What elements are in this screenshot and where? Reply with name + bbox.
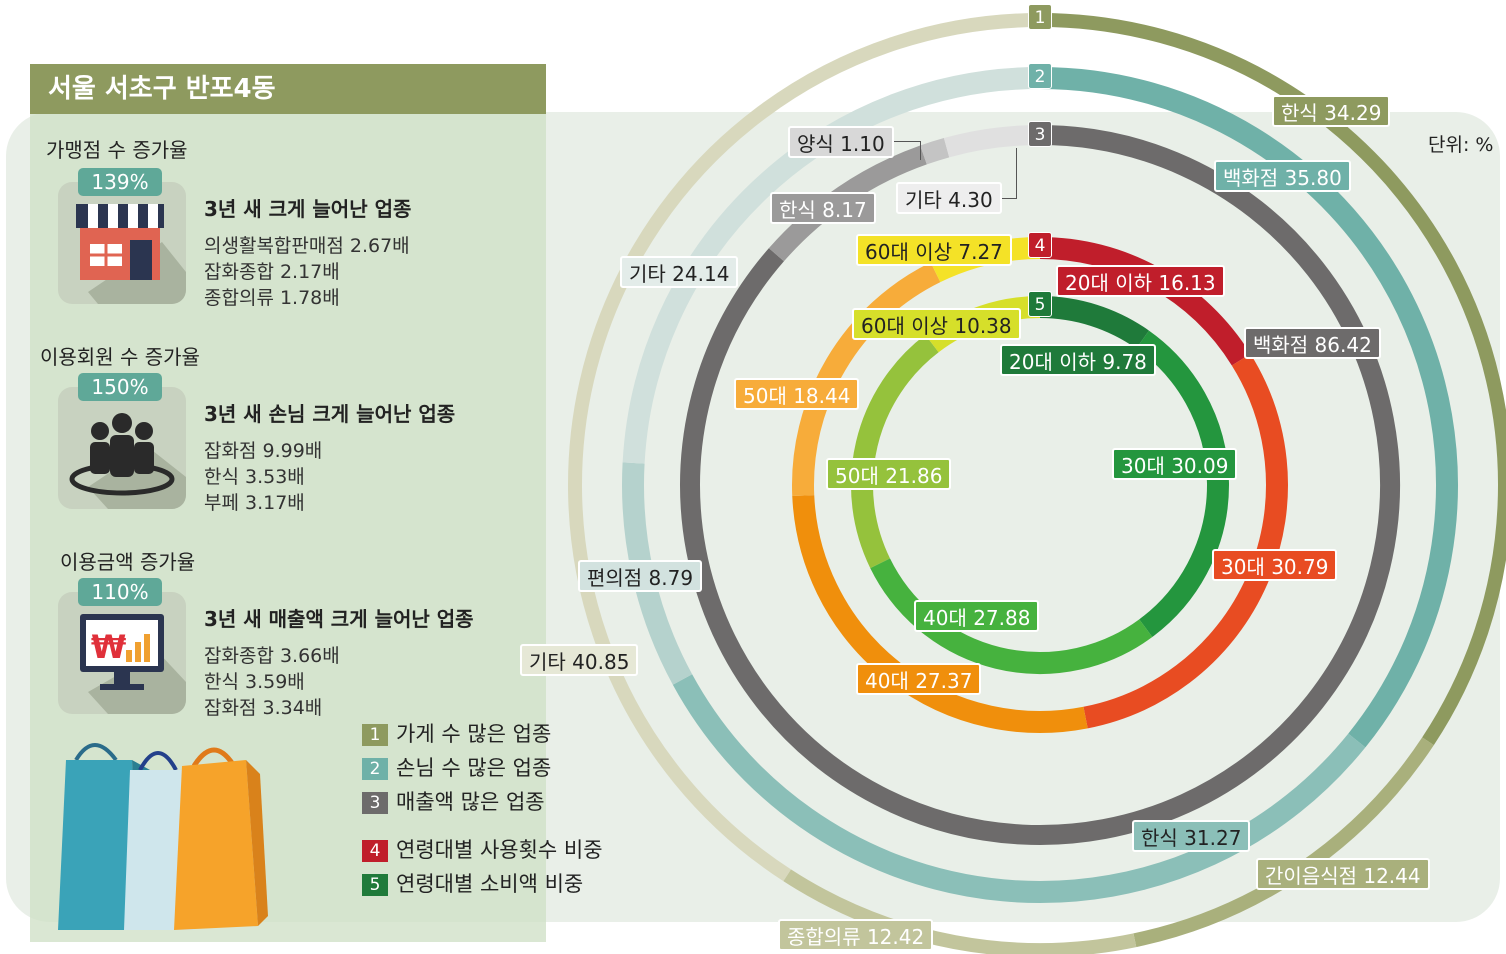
ring5-slice-1 [1136,330,1229,638]
members-line-2: 한식 3.53배 [204,466,305,488]
stores-line-3: 종합의류 1.78배 [204,287,340,309]
label-ring4-50s: 50대 18.44 [734,378,860,410]
label-ring2-korean: 한식 31.27 [1132,820,1251,852]
legend-swatch-2: 2 [362,758,388,780]
label-ring3-korean: 한식 8.17 [770,192,876,224]
ring2-slice-3 [622,67,1041,464]
ring2-slice-0 [1039,67,1458,748]
legend-item-4: 4 연령대별 사용횟수 비중 [362,837,603,863]
legend-item-3: 3 매출액 많은 업종 [362,789,545,815]
spending-growth-badge: 110% [78,578,162,606]
legend-swatch-3: 3 [362,792,388,814]
won-monitor-icon: ₩ [58,592,186,714]
ring-number-4: 4 [1028,232,1052,258]
ring3-slice-3 [943,125,1041,158]
page-title: 서울 서초구 반포4동 [30,64,546,114]
legend-swatch-5: 5 [362,874,388,896]
ring5-slice-0 [1039,296,1149,349]
label-ring2-dept: 백화점 35.80 [1214,160,1351,192]
members-growth-badge: 150% [78,373,162,401]
members-heading: 3년 새 손님 크게 늘어난 업종 [204,402,456,426]
spending-heading: 3년 새 매출액 크게 늘어난 업종 [204,607,474,631]
label-ring4-60s: 60대 이상 7.27 [856,234,1012,266]
ring1-slice-0 [1039,13,1506,746]
legend-item-2: 2 손님 수 많은 업종 [362,755,551,781]
section-label-spending: 이용금액 증가율 [60,550,196,574]
label-ring2-convenience: 편의점 8.79 [578,560,703,592]
ring2-slice-1 [672,674,1366,903]
spending-line-3: 잡화점 3.34배 [204,697,323,719]
stores-heading: 3년 새 크게 늘어난 업종 [204,197,412,221]
legend-item-5: 5 연령대별 소비액 비중 [362,871,583,897]
legend-label-1: 가게 수 많은 업종 [396,722,552,746]
ring4-slice-1 [1083,353,1288,729]
legend-item-1: 1 가게 수 많은 업종 [362,721,551,747]
ring-number-5: 5 [1028,291,1052,317]
label-ring1-other: 기타 40.85 [520,644,639,676]
people-group-icon [58,387,186,509]
spending-line-1: 잡화종합 3.66배 [204,645,340,667]
label-ring5-20s: 20대 이하 9.78 [1000,344,1156,376]
storefront-icon [58,182,186,304]
members-line-1: 잡화점 9.99배 [204,440,323,462]
leader-line-other [1002,148,1017,199]
ring-number-1: 1 [1028,4,1052,30]
ring1-slice-2 [783,869,1137,954]
stores-line-1: 의생활복합판매점 2.67배 [204,235,410,257]
unit-label: 단위: % [1428,134,1494,156]
label-ring4-40s: 40대 27.37 [856,663,982,695]
label-ring5-40s: 40대 27.88 [914,600,1040,632]
svg-text:₩: ₩ [91,628,126,666]
stores-line-2: 잡화종합 2.17배 [204,261,340,283]
label-ring5-60s: 60대 이상 10.38 [852,308,1021,340]
legend-label-5: 연령대별 소비액 비중 [396,872,584,896]
ring3-slice-2 [920,138,950,165]
label-ring3-dept: 백화점 86.42 [1244,327,1381,359]
leader-line-western [890,141,921,160]
ring-number-3: 3 [1028,121,1052,147]
ring1-slice-3 [568,13,1041,882]
stores-growth-badge: 139% [78,168,162,196]
legend-swatch-1: 1 [362,724,388,746]
ring5-slice-3 [851,334,939,569]
legend-label-2: 손님 수 많은 업종 [396,756,552,780]
ring4-slice-3 [792,262,941,497]
label-ring4-30s: 30대 30.79 [1212,549,1338,581]
legend-swatch-4: 4 [362,840,388,862]
label-ring3-other: 기타 4.30 [896,182,1002,214]
ring3-slice-0 [680,125,1400,845]
label-ring1-korean: 한식 34.29 [1272,95,1391,127]
shopping-bags-icon [58,743,268,930]
label-ring2-other: 기타 24.14 [620,256,739,288]
label-ring4-20s: 20대 이하 16.13 [1056,265,1225,297]
label-ring5-30s: 30대 30.09 [1112,448,1238,480]
section-label-stores: 가맹점 수 증가율 [46,138,188,162]
label-ring1-snack: 간이음식점 12.44 [1256,858,1430,890]
legend-label-3: 매출액 많은 업종 [396,790,545,814]
legend-label-4: 연령대별 사용횟수 비중 [396,838,603,862]
ring-number-2: 2 [1028,63,1052,89]
ring5-slice-2 [870,558,1153,674]
label-ring3-western: 양식 1.10 [788,126,894,158]
members-line-3: 부페 3.17배 [204,492,305,514]
section-label-members: 이용회원 수 증가율 [40,345,200,369]
label-ring5-50s: 50대 21.86 [826,458,952,490]
label-ring1-clothing: 종합의류 12.42 [778,919,934,951]
spending-line-2: 한식 3.59배 [204,671,305,693]
